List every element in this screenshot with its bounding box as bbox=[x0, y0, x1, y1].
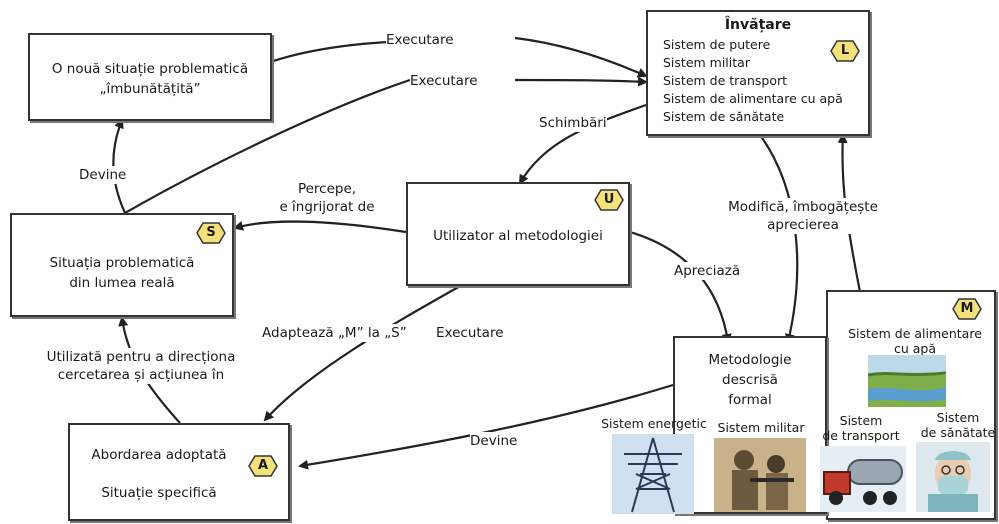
edge-label-changes: Schimbări bbox=[539, 114, 607, 132]
hex-badge-u: U bbox=[594, 189, 624, 211]
learning-item: Sistem de transport bbox=[663, 73, 788, 88]
learning-item: Sistem de alimentare cu apă bbox=[663, 91, 843, 106]
user-box: Utilizator al metodologiei U bbox=[406, 182, 630, 286]
military-system-label: Sistem militar bbox=[717, 420, 805, 435]
arrow-user-to-methodology bbox=[629, 230, 732, 344]
user-label: Utilizator al metodologiei bbox=[433, 228, 603, 244]
edge-label-modifies: Modifică, îmbogățește aprecierea bbox=[718, 198, 888, 234]
arrow-changes-to-user bbox=[518, 103, 647, 185]
surgeon-image bbox=[916, 442, 990, 512]
hex-badge-s: S bbox=[196, 222, 226, 244]
edge-label-perceives: Percepe, e îngrijorat de bbox=[266, 180, 388, 216]
hex-badge-l: L bbox=[830, 40, 860, 62]
situation-line1: Situația problematică bbox=[49, 255, 195, 271]
energy-system-label: Sistem energetic bbox=[601, 416, 707, 431]
water-canal-image bbox=[867, 355, 947, 407]
learning-box: Învățare Sistem de putere Sistem militar… bbox=[646, 10, 870, 136]
new-situation-line1: O nouă situație problematică bbox=[51, 61, 249, 77]
hex-badge-a: A bbox=[248, 455, 278, 477]
learning-items: Sistem de putere Sistem militar Sistem d… bbox=[663, 36, 843, 126]
soldiers-image bbox=[714, 438, 806, 512]
water-system-label: Sistem de alimentare cu apă bbox=[848, 326, 982, 356]
health-system-label: Sistem de sănătate bbox=[920, 410, 996, 440]
learning-item: Sistem de putere bbox=[663, 37, 771, 52]
tanker-truck-image bbox=[820, 446, 906, 512]
edge-label-appreciates: Apreciază bbox=[674, 262, 741, 280]
arrow-learning-to-methodology bbox=[759, 134, 799, 344]
arrow-exec-top-to-learning bbox=[514, 36, 648, 78]
learning-title: Învățare bbox=[724, 17, 792, 33]
edge-label-exec-bottom: Executare bbox=[436, 324, 504, 342]
edge-label-becomes-left: Devine bbox=[79, 166, 127, 184]
approach-line1: Abordarea adoptată bbox=[91, 447, 227, 463]
edge-label-used-for: Utilizată pentru a direcționa cercetarea… bbox=[36, 348, 246, 384]
approach-box: Abordarea adoptată Situație specifică A bbox=[68, 423, 290, 521]
edge-label-adapts: Adaptează „M” la „S” bbox=[262, 324, 407, 342]
arrow-exec2-to-learning bbox=[514, 76, 648, 87]
edge-label-exec-top: Executare bbox=[386, 31, 454, 49]
new-situation-box: O nouă situație problematică „îmbunătăți… bbox=[28, 33, 272, 121]
arrow-becomes-to-new bbox=[112, 118, 127, 214]
methodology-line1: Metodologie bbox=[708, 352, 792, 368]
arrow-methodology-to-approach bbox=[298, 383, 674, 470]
hex-badge-m: M bbox=[952, 298, 982, 320]
edge-label-becomes-bottom: Devine bbox=[470, 432, 518, 450]
arrow-perceives-to-situation bbox=[233, 220, 407, 234]
new-situation-line2: „îmbunătățită” bbox=[99, 81, 201, 97]
edge-label-exec-second: Executare bbox=[410, 72, 478, 90]
methodology-line2: descrisă bbox=[722, 372, 778, 388]
situation-box: Situația problematică din lumea reală S bbox=[10, 213, 234, 317]
power-tower-image bbox=[612, 434, 694, 514]
transport-system-label: Sistem de transport bbox=[822, 413, 900, 443]
line-situation-to-exec2 bbox=[124, 78, 411, 214]
approach-line2: Situație specifică bbox=[101, 485, 217, 501]
arrow-user-to-approach bbox=[263, 284, 463, 422]
methodology-line3: formal bbox=[728, 392, 772, 408]
situation-line2: din lumea reală bbox=[69, 275, 175, 291]
learning-item: Sistem de sănătate bbox=[663, 109, 785, 124]
learning-item: Sistem militar bbox=[663, 55, 750, 70]
